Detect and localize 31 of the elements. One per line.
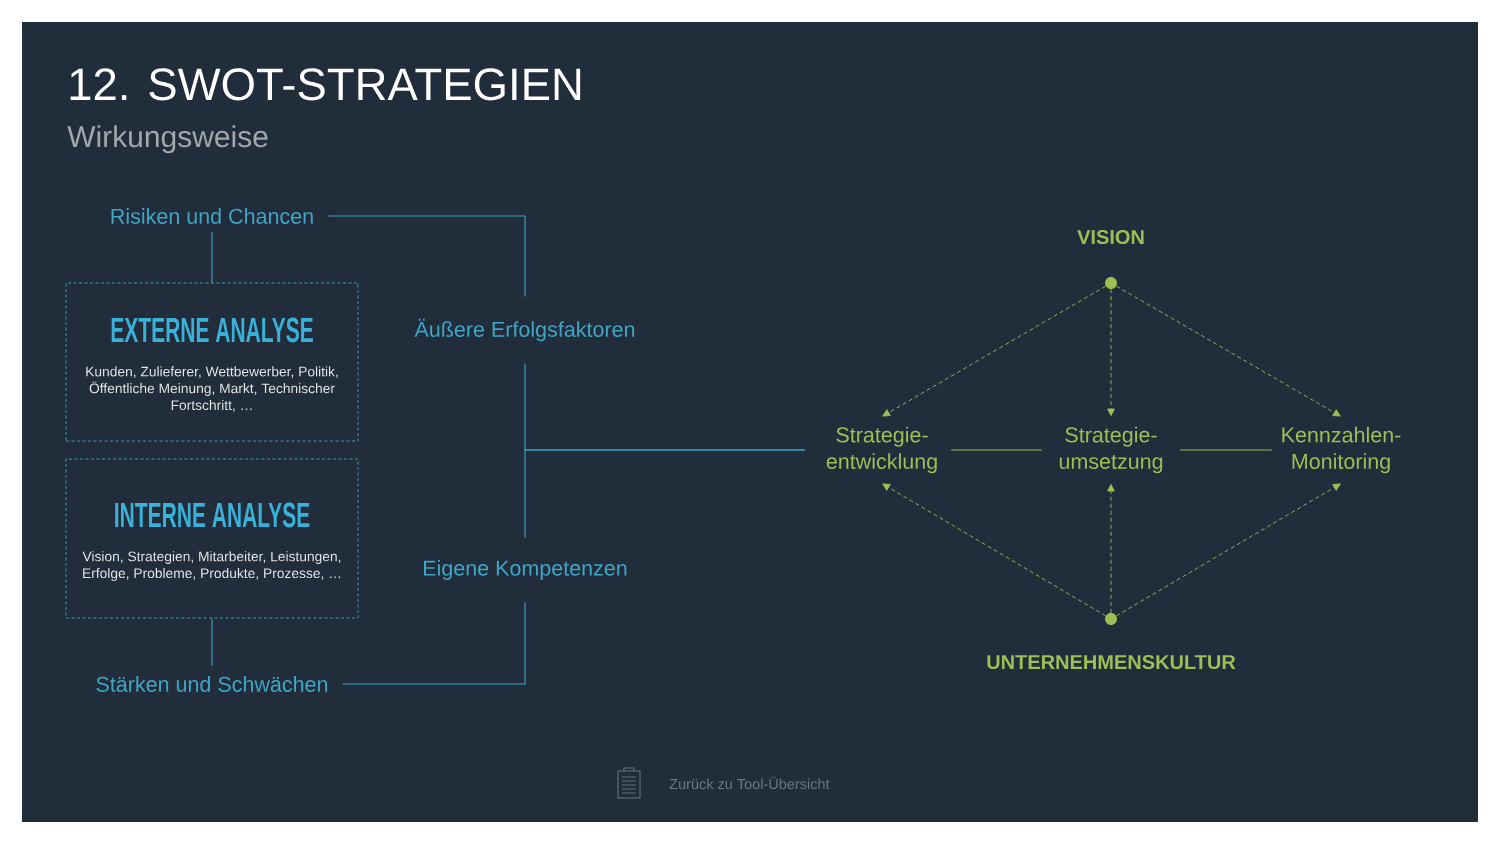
dot-label: VISION	[1077, 229, 1144, 245]
connector-line	[342, 601, 526, 685]
analysis-box	[65, 458, 359, 619]
connector-line	[1179, 449, 1273, 451]
dashed-arrow	[882, 285, 1107, 417]
back-link: Zurück zu Tool-Übersicht	[669, 776, 830, 790]
step-label: Strategie- umsetzung	[1059, 426, 1163, 474]
title: 12. SWOT-STRATEGIEN	[70, 68, 581, 101]
analysis-box	[65, 282, 359, 442]
step-label: Strategie- entwicklung	[826, 426, 937, 474]
connector-line	[524, 449, 806, 539]
connector-line	[211, 231, 213, 284]
box-text: Vision, Strategien, Mitarbeiter, Leistungen, Erfolge, Probleme, Produkte, Prozesse, …	[82, 551, 341, 581]
connector-line	[211, 617, 213, 667]
subtitle: Wirkungsweise	[67, 125, 268, 154]
dashed-arrow	[882, 483, 1107, 617]
connector-line	[950, 449, 1043, 451]
branch-label: Äußere Erfolgsfaktoren	[414, 318, 635, 342]
step-label: Kennzahlen- Monitoring	[1282, 426, 1401, 474]
box-heading: EXTERNE ANALYSE	[111, 317, 313, 343]
dashed-arrow	[1115, 285, 1341, 417]
dashed-arrow	[1107, 288, 1115, 416]
branch-label: Stärken und Schwächen	[96, 676, 328, 692]
box-heading: INTERNE ANALYSE	[115, 502, 310, 528]
dot-label: UNTERNEHMENSKULTUR	[987, 654, 1236, 670]
branch-label: Risiken und Chancen	[111, 208, 313, 224]
dashed-arrow	[1115, 483, 1341, 617]
branch-label: Eigene Kompetenzen	[423, 560, 627, 581]
dashed-arrow	[1107, 484, 1115, 614]
connector-line	[327, 215, 526, 298]
box-text: Kunden, Zulieferer, Wettbewerber, Politik, Öffentliche Meinung, Markt, Technischer Fortschritt, …	[86, 366, 338, 412]
